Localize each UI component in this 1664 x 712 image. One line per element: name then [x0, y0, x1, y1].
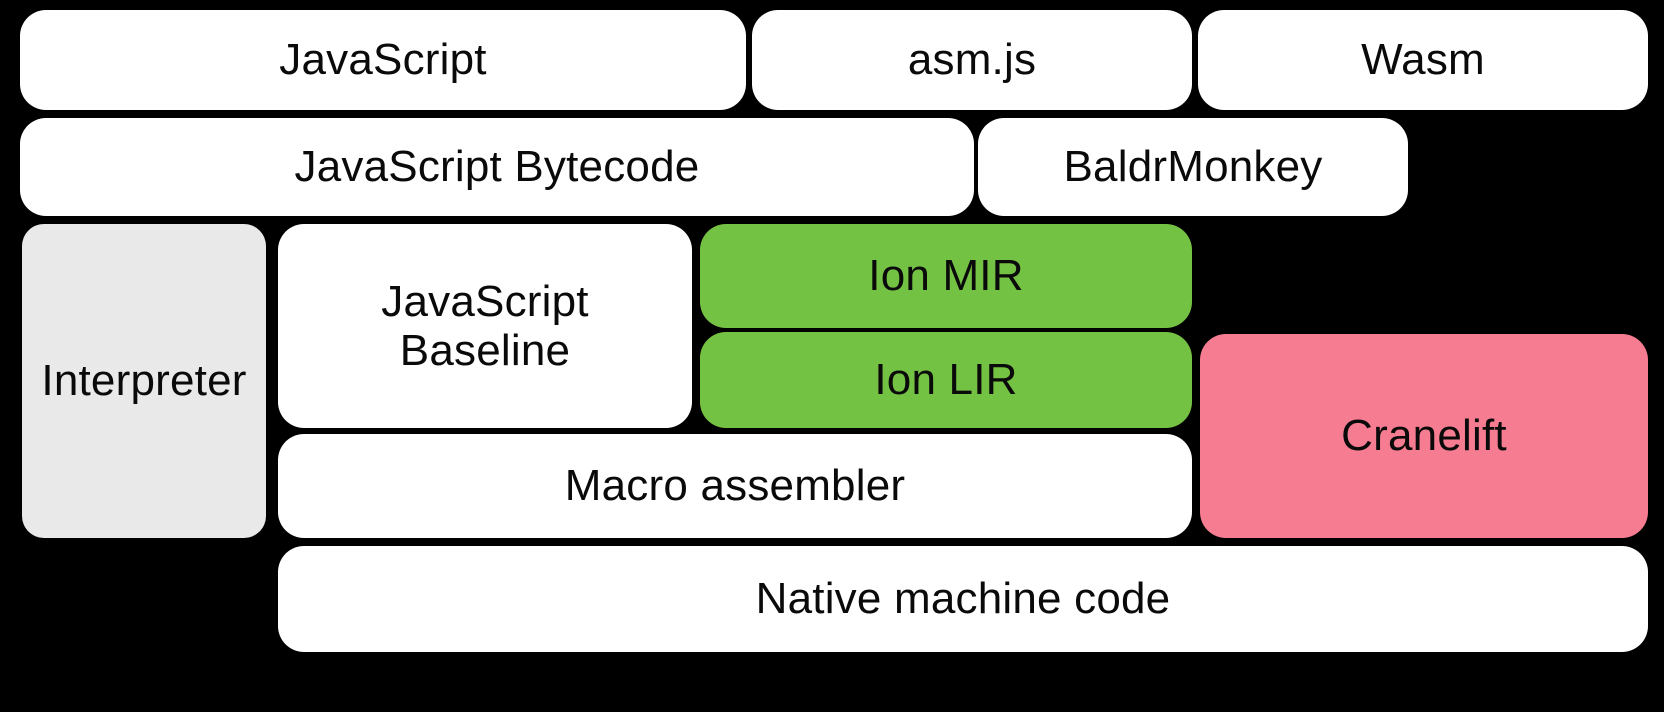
node-macro-assembler: Macro assembler	[278, 434, 1192, 538]
node-javascript-bytecode: JavaScript Bytecode	[20, 118, 974, 216]
node-javascript: JavaScript	[20, 10, 746, 110]
node-interpreter: Interpreter	[22, 224, 266, 538]
node-javascript-baseline: JavaScript Baseline	[278, 224, 692, 428]
node-ion-mir: Ion MIR	[700, 224, 1192, 328]
node-baldrmonkey: BaldrMonkey	[978, 118, 1408, 216]
node-ion-lir: Ion LIR	[700, 332, 1192, 428]
node-asm-js: asm.js	[752, 10, 1192, 110]
node-wasm: Wasm	[1198, 10, 1648, 110]
node-cranelift: Cranelift	[1200, 334, 1648, 538]
node-native-machine-code: Native machine code	[278, 546, 1648, 652]
